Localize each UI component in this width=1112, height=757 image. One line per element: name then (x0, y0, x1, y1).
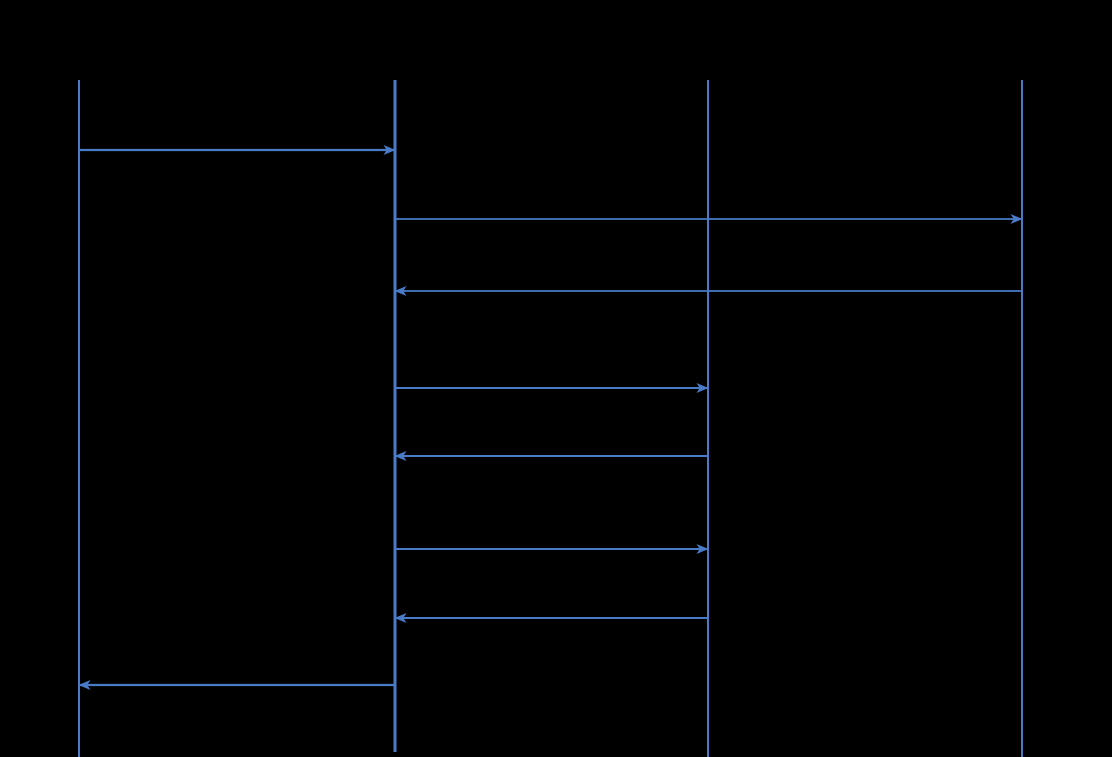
lifelines-group (77, 80, 1024, 757)
messages-group (78, 145, 1023, 690)
